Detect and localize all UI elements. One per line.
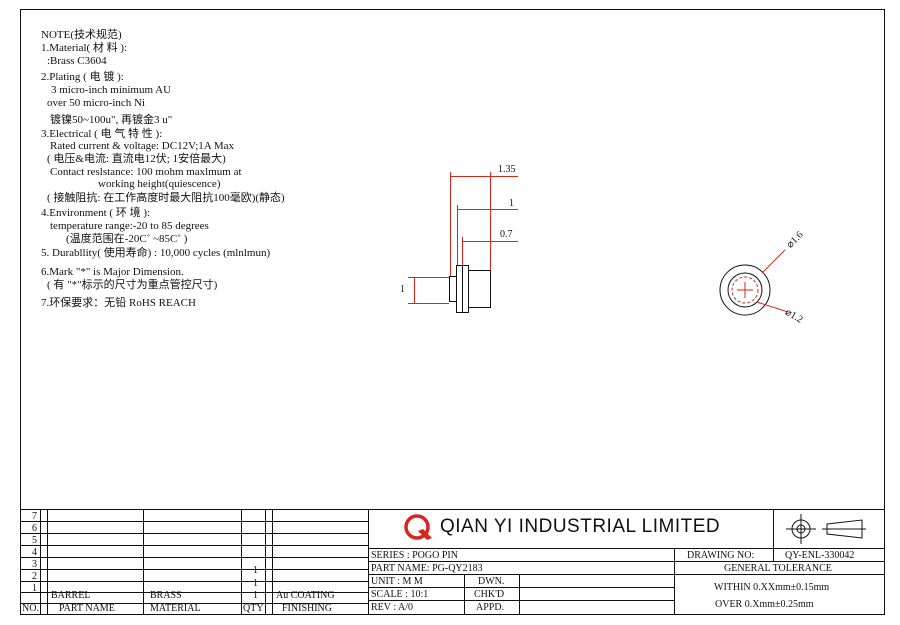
rev-label: REV : A/0 <box>371 602 414 613</box>
notes-title: NOTE(技术规范) <box>41 29 122 41</box>
note-mark-line2: ( 有 "*"标示的尺寸为重点管控尺寸) <box>47 279 218 291</box>
dwn-label: DWN. <box>478 576 505 587</box>
end-view-leader-inner <box>756 301 789 313</box>
note-electrical-line1: Rated current & voltage: DC12V;1A Max <box>50 140 235 152</box>
note-electrical-heading: 3.Electrical ( 电 气 特 性 ): <box>41 128 163 140</box>
unit-label: UNIT : M M <box>371 576 423 587</box>
end-view-inner-circle <box>727 272 763 308</box>
projection-symbol <box>786 514 866 544</box>
row1-qty: 1 <box>253 590 258 601</box>
row1-finishing: Au COATING <box>276 590 335 601</box>
row1-material: BRASS <box>150 590 182 601</box>
company-logo <box>404 514 432 540</box>
drawing-no-value: QY-ENL-330042 <box>785 550 855 561</box>
end-view <box>719 249 789 316</box>
dim-label-height: 1 <box>400 284 405 295</box>
note-material-value: :Brass C3604 <box>47 55 107 67</box>
general-tolerance: GENERAL TOLERANCE <box>724 563 832 574</box>
note-plating-line2: over 50 micro-inch Ni <box>47 97 146 109</box>
end-view-outer-circle <box>719 264 771 316</box>
dim-label-0-7: 0.7 <box>500 229 513 240</box>
header-material: MATERIAL <box>150 603 201 614</box>
series-label: SERIES : POGO PIN <box>371 550 458 561</box>
header-part-name: PART NAME <box>59 603 115 614</box>
header-finishing: FINISHING <box>282 603 332 614</box>
note-plating-line3: 镀镍50~100u", 再镀金3 u" <box>50 114 173 126</box>
note-plating-heading: 2.Plating ( 电 镀 ): <box>41 71 124 83</box>
note-env-requirements: 7.环保要求：无铅 RoHS REACH <box>41 297 196 309</box>
note-environment-heading: 4.Environment ( 环 境 ): <box>41 207 151 219</box>
note-electrical-line4: working height(quiescence) <box>98 178 221 190</box>
side-view-tip <box>449 276 457 302</box>
note-durability: 5. Durabllity( 使用寿命) : 10,000 cycles (ml… <box>41 247 271 259</box>
part-name-label: PART NAME: PG-QY2183 <box>371 563 483 574</box>
company-name: QIAN YI INDUSTRIAL LIMITED <box>440 516 721 537</box>
dim-label-1: 1 <box>509 198 514 209</box>
row-number-2: 2 <box>32 571 37 582</box>
note-environment-line2: (温度范围在-20C˚ ~85C˚ ) <box>66 233 188 245</box>
appd-label: APPD. <box>476 602 505 613</box>
note-environment-line1: temperature range:-20 to 85 degrees <box>50 220 209 232</box>
chkd-label: CHK'D <box>474 589 505 600</box>
row-number-7: 7 <box>32 511 37 522</box>
header-no: NO. <box>22 603 39 614</box>
row2-qty: 1 <box>253 578 258 589</box>
tolerance-within: WITHIN 0.XXmm±0.15mm <box>714 582 830 593</box>
row-number-1: 1 <box>32 583 37 594</box>
title-block-grid <box>20 509 884 614</box>
header-qty: QTY <box>243 603 264 614</box>
note-material-heading: 1.Material( 材 料 ): <box>41 42 128 54</box>
drawing-no-label: DRAWING NO: <box>687 550 755 561</box>
note-plating-line1: 3 micro-inch minimum AU <box>51 84 172 96</box>
note-electrical-line3: Contact reslstance: 100 mohm maxlmum at <box>50 166 242 178</box>
side-view-barrel <box>468 270 491 308</box>
tolerance-over: OVER 0.Xmm±0.25mm <box>715 599 814 610</box>
note-mark-line1: 6.Mark "*" is Major Dimension. <box>41 266 184 278</box>
note-electrical-line2: ( 电压&电流: 直流电12伏; 1安倍最大) <box>47 153 226 165</box>
end-view-bore-circle <box>731 276 759 304</box>
row1-part-name: BARREL <box>51 590 91 601</box>
row-number-4: 4 <box>32 547 37 558</box>
row-number-5: 5 <box>32 535 37 546</box>
row-number-6: 6 <box>32 523 37 534</box>
row-number-3: 3 <box>32 559 37 570</box>
dim-label-1-35: 1.35 <box>498 164 516 175</box>
side-view <box>408 172 518 313</box>
scale-label: SCALE : 10:1 <box>371 589 429 600</box>
end-view-leader-outer <box>761 249 786 274</box>
sheet-border <box>20 9 885 615</box>
note-electrical-line5: ( 接触阻抗: 在工作高度时最大阻抗100毫欧)(静态) <box>47 192 285 204</box>
row3-qty: 1 <box>253 565 258 576</box>
